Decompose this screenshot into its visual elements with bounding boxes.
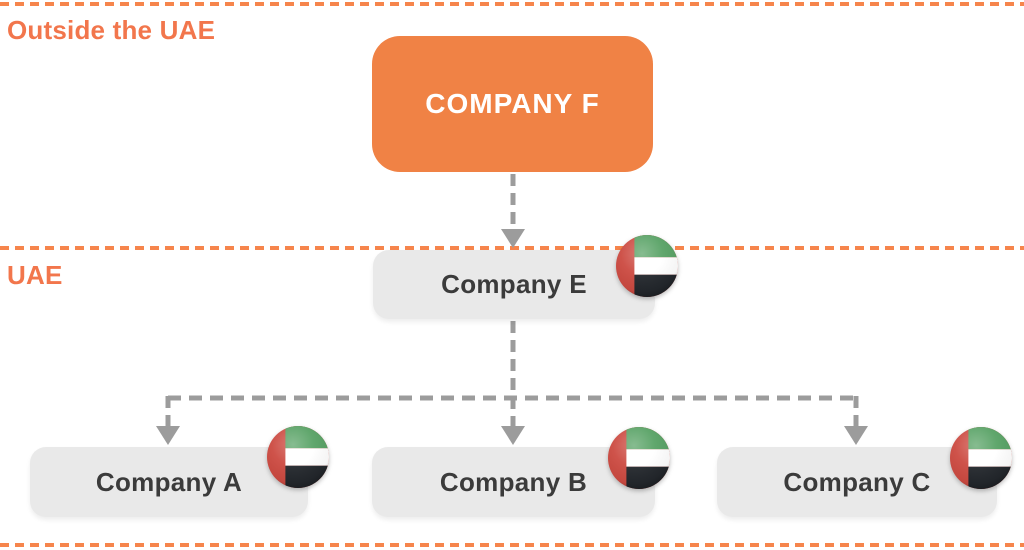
node-company-a: Company A	[30, 447, 308, 517]
node-company-b: Company B	[372, 447, 655, 517]
node-company-e: Company E	[373, 250, 655, 319]
arrow-e-to-b	[501, 321, 525, 445]
uae-flag-icon	[950, 427, 1012, 489]
uae-flag-icon	[608, 427, 670, 489]
arrow-f-to-e	[501, 174, 525, 248]
region-label-uae: UAE	[7, 260, 63, 290]
node-company-a-label: Company A	[95, 466, 243, 497]
arrow-branch-to-c	[844, 396, 868, 445]
node-company-c-label: Company C	[783, 466, 931, 497]
node-company-e-label: Company E	[441, 269, 587, 299]
region-label-outside-uae: Outside the UAE	[7, 15, 216, 45]
uae-flag-icon	[267, 426, 329, 488]
uae-flag-icon	[616, 235, 678, 297]
arrow-branch-to-a	[156, 396, 180, 445]
node-company-f: COMPANY F	[372, 36, 653, 172]
node-company-b-label: Company B	[439, 466, 588, 497]
node-company-f-label: COMPANY F	[425, 88, 600, 119]
